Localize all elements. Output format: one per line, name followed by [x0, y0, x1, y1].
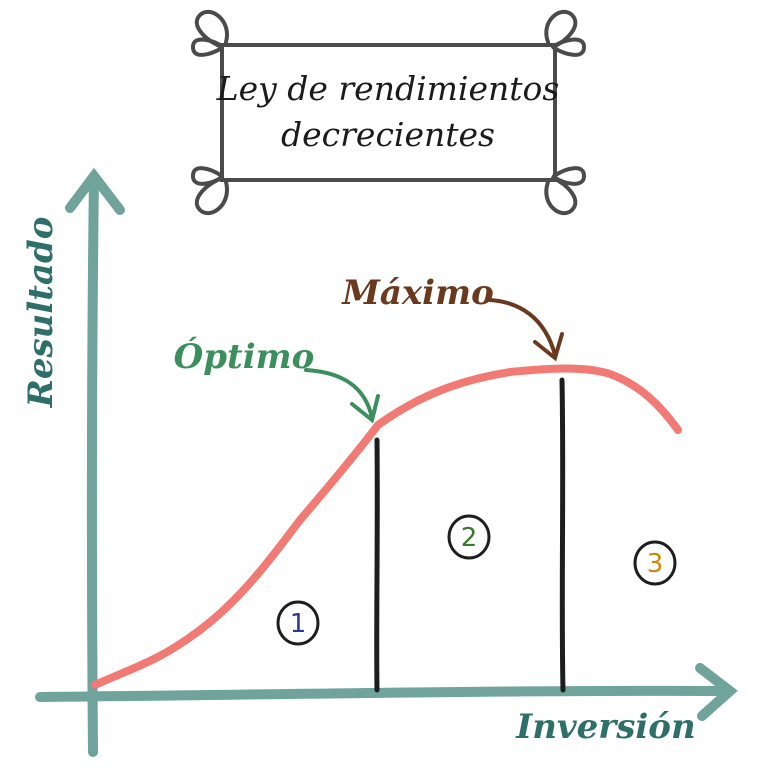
- maximum-arrow: [488, 298, 564, 362]
- title-frame-border: [220, 43, 557, 182]
- divider-optimum: [374, 437, 380, 693]
- title-frame: [191, 9, 586, 216]
- zone-marker-2: 2: [447, 514, 491, 560]
- x-axis-label: Inversión: [515, 707, 695, 747]
- zone-2-number: 2: [461, 523, 478, 553]
- frame-curl-tr: [544, 9, 578, 49]
- x-axis-line: [35, 685, 735, 702]
- optimum-arrow-shaft: [304, 368, 374, 420]
- zone-1-number: 1: [290, 609, 307, 639]
- x-axis-arrow: [695, 663, 738, 721]
- frame-curl-br-2: [552, 166, 586, 186]
- zone-marker-3: 3: [633, 540, 677, 586]
- maximum-label: Máximo: [341, 273, 494, 313]
- y-axis-line: [86, 171, 99, 757]
- optimum-label: Óptimo: [174, 336, 315, 377]
- optimum-arrow: [304, 368, 380, 424]
- maximum-arrow-head: [533, 332, 564, 362]
- zone-2-circle: [447, 514, 491, 560]
- title-line-2: decrecientes: [281, 115, 495, 154]
- zone-marker-1: 1: [276, 600, 320, 646]
- frame-curl-bl: [194, 176, 230, 216]
- axes: [35, 167, 738, 757]
- zone-3-circle: [633, 540, 677, 586]
- y-axis-label: Resultado: [21, 217, 61, 409]
- optimum-arrow-head: [350, 394, 380, 424]
- divider-maximum: [559, 377, 566, 693]
- frame-curl-bl-2: [191, 166, 224, 186]
- frame-curl-br: [544, 176, 578, 216]
- zone-3-number: 3: [647, 549, 664, 579]
- zone-1-circle: [276, 600, 320, 646]
- maximum-arrow-shaft: [488, 298, 557, 357]
- frame-curl-tl-2: [191, 37, 224, 57]
- title-line-1: Ley de rendimientos: [216, 69, 560, 108]
- frame-curl-tr-2: [552, 37, 586, 57]
- y-axis-arrow: [65, 167, 125, 215]
- output-curve: [91, 364, 682, 689]
